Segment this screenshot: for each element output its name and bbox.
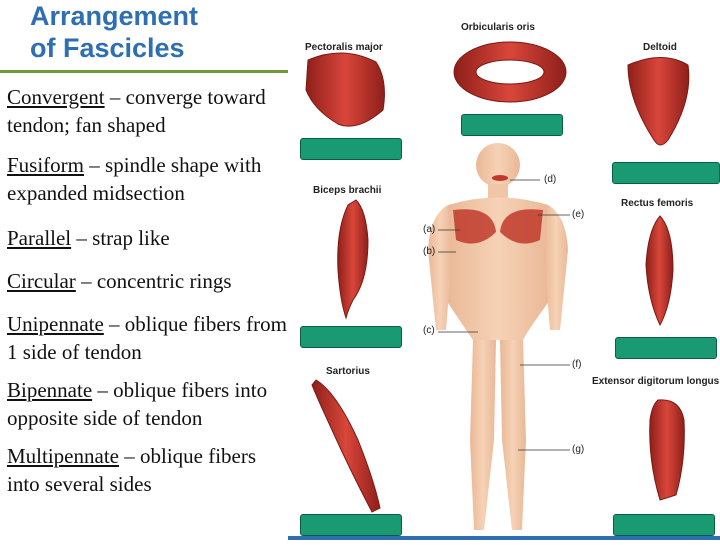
definition-text: – oblique fibers into opposite side of t…	[7, 378, 268, 430]
label-sartorius: Sartorius	[326, 366, 370, 377]
term: Parallel	[7, 226, 72, 250]
definition-multipennate: Multipennate – oblique fibers into sever…	[7, 442, 292, 498]
definition-circular: Circular – concentric rings	[7, 267, 292, 295]
bottom-accent-rule	[288, 536, 720, 540]
term: Fusiform	[7, 153, 85, 177]
definition-text: – spindle shape with expanded midsection	[7, 153, 262, 205]
title-line-1: Arrangement	[30, 1, 199, 31]
answer-box-pectoralis-major[interactable]	[300, 138, 402, 160]
figure-letter-a: (a)	[423, 224, 436, 235]
term: Circular	[7, 269, 76, 293]
label-extensor-digitorum: Extensor digitorum longus	[592, 376, 720, 387]
figure-letter-e: (e)	[572, 209, 585, 220]
deltoid-muscle	[627, 57, 690, 146]
term: Unipennate	[7, 312, 104, 336]
figure-letter-c: (c)	[423, 325, 435, 336]
definition-text: – strap like	[71, 226, 170, 250]
sartorius-muscle	[311, 379, 381, 513]
label-rectus-femoris: Rectus femoris	[621, 198, 694, 209]
definition-unipennate: Unipennate – oblique fibers from 1 side …	[7, 310, 292, 366]
figure-letter-b: (b)	[423, 246, 436, 257]
answer-box-sartorius[interactable]	[300, 514, 402, 536]
term: Convergent	[7, 85, 105, 109]
label-pectoralis-major: Pectoralis major	[305, 42, 383, 53]
answer-box-deltoid[interactable]	[612, 162, 720, 184]
figure-letter-g: (g)	[572, 444, 585, 455]
figure-letter-f: (f)	[572, 359, 582, 370]
definition-parallel: Parallel – strap like	[7, 224, 292, 252]
answer-box-biceps-brachii[interactable]	[300, 326, 402, 348]
title-line-2: of Fascicles	[30, 33, 185, 63]
page-title: Arrangement of Fascicles	[30, 0, 280, 64]
label-deltoid: Deltoid	[643, 42, 677, 53]
title-underline	[0, 70, 288, 73]
answer-box-orbicularis-oris[interactable]	[461, 114, 563, 136]
extensor-digitorum-muscle	[649, 399, 685, 501]
definition-fusiform: Fusiform – spindle shape with expanded m…	[7, 151, 292, 207]
label-biceps-brachii: Biceps brachii	[313, 185, 382, 196]
muscle-figure-panel: Pectoralis major Orbicularis oris Deltoi…	[288, 0, 720, 540]
definition-text: – converge toward tendon; fan shaped	[7, 85, 266, 137]
rectus-femoris-muscle	[645, 215, 674, 327]
term: Bipennate	[7, 378, 93, 402]
answer-box-rectus-femoris[interactable]	[615, 337, 717, 359]
pectoralis-major-muscle	[305, 52, 385, 127]
definition-convergent: Convergent – converge toward tendon; fan…	[7, 83, 292, 139]
definition-bipennate: Bipennate – oblique fibers into opposite…	[7, 376, 292, 432]
definition-text: – oblique fibers from 1 side of tendon	[7, 312, 287, 364]
figure-letter-d: (d)	[544, 174, 557, 185]
biceps-brachii-muscle	[337, 199, 369, 320]
muscle-illustration	[305, 41, 690, 530]
human-body-figure	[428, 143, 568, 530]
leader-lines	[438, 179, 570, 451]
orbicularis-oris-muscle	[453, 41, 567, 103]
answer-box-extensor-digitorum[interactable]	[613, 514, 715, 536]
definition-text: – oblique fibers into several sides	[7, 444, 257, 496]
label-orbicularis-oris: Orbicularis oris	[461, 22, 535, 33]
definition-text: – concentric rings	[75, 269, 232, 293]
term: Multipennate	[7, 444, 119, 468]
